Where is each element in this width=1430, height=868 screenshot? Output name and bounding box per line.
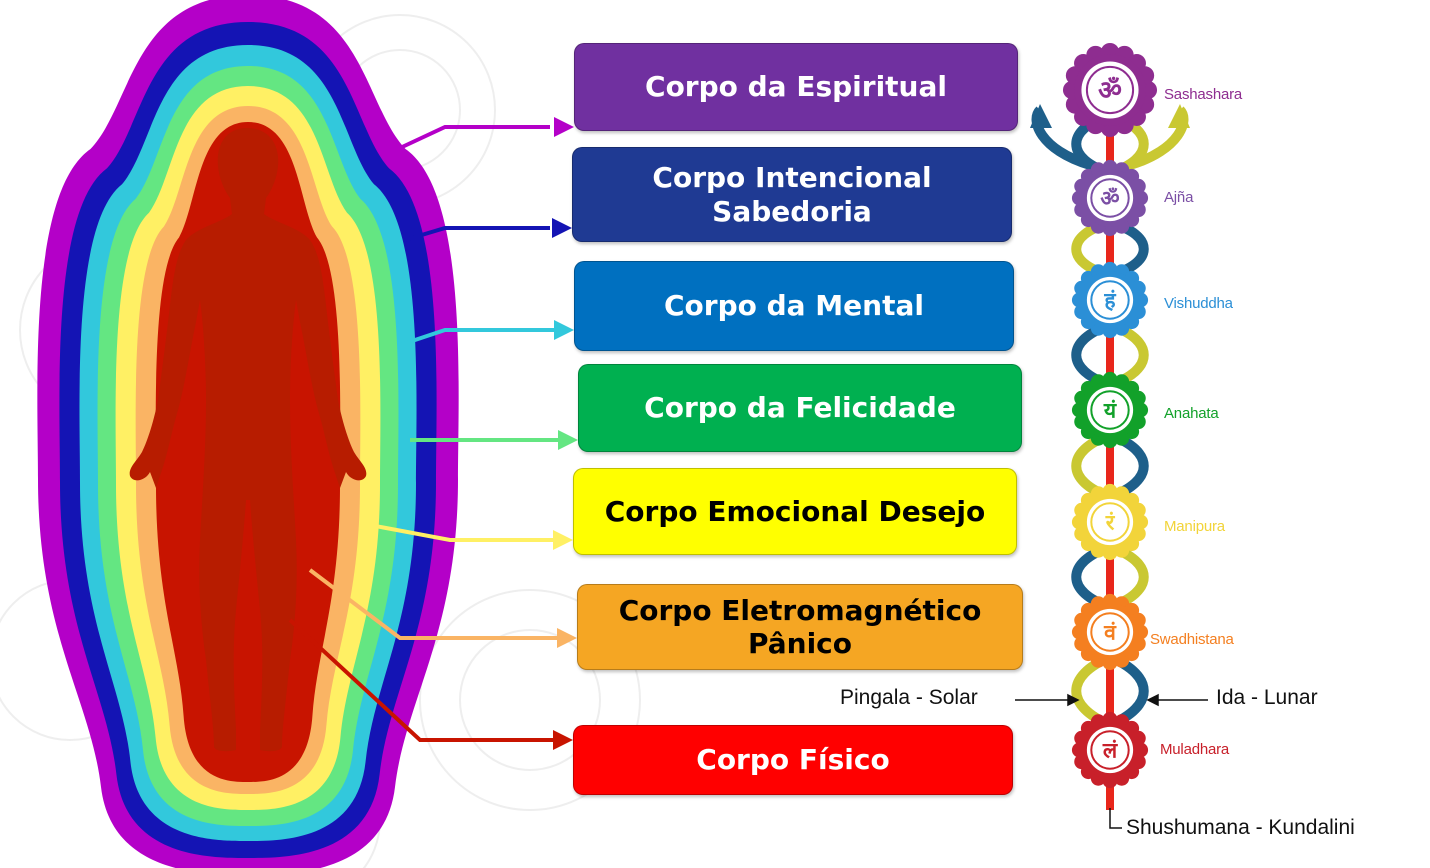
body-box-mental: Corpo da Mental <box>574 261 1014 351</box>
channel-label-pingala: Pingala - Solar <box>840 686 978 709</box>
chakra-manipura-icon: रं <box>1071 483 1149 561</box>
chakra-muladhara-icon: लं <box>1071 711 1149 789</box>
chakra-label-swadhistana: Swadhistana <box>1150 631 1234 648</box>
body-box-fisico: Corpo Físico <box>573 725 1013 795</box>
chakra-column: ॐ ॐ हं यं रं वं लं <box>1030 42 1190 810</box>
body-label: Corpo Físico <box>696 743 890 777</box>
body-label: Corpo Eletromagnético <box>618 593 982 627</box>
chakra-vishuddha-icon: हं <box>1071 261 1149 339</box>
chakra-label-manipura: Manipura <box>1164 518 1225 535</box>
connector-arrowhead <box>553 730 573 750</box>
chakra-label-ajna: Ajña <box>1164 189 1194 206</box>
body-label: Corpo da Mental <box>664 289 924 323</box>
nadi-pingala-tip <box>1168 104 1190 128</box>
chakra-symbol: ॐ <box>1100 185 1119 210</box>
connector-arrowhead <box>558 430 578 450</box>
body-label-line2: Sabedoria <box>712 194 872 228</box>
nadi-ida-tip <box>1030 104 1052 128</box>
chakra-symbol: यं <box>1103 397 1117 422</box>
chakra-sashashara-icon: ॐ <box>1062 42 1158 138</box>
body-box-emocional: Corpo Emocional Desejo <box>573 468 1017 555</box>
chakra-ajna-icon: ॐ <box>1071 159 1149 237</box>
channel-label-shushumana: Shushumana - Kundalini <box>1126 816 1355 839</box>
body-label: Corpo Emocional Desejo <box>604 494 986 528</box>
connector-espiritual <box>384 125 550 157</box>
body-label: Corpo Intencional <box>652 161 932 195</box>
chakra-label-muladhara: Muladhara <box>1160 741 1230 758</box>
body-label-line2: Pânico <box>747 627 853 660</box>
connector-mental <box>399 328 555 347</box>
connector-arrowhead <box>553 530 573 550</box>
connector-arrowhead <box>552 218 572 238</box>
connector-eletromagnetico <box>308 568 558 640</box>
chakra-label-vishuddha: Vishuddha <box>1164 295 1233 312</box>
chakra-label-anahata: Anahata <box>1164 405 1219 422</box>
chakra-symbol: रं <box>1105 509 1116 534</box>
body-box-eletromagnetico: Corpo Eletromagnético Pânico <box>577 584 1023 670</box>
body-label: Corpo da Felicidade <box>644 391 956 425</box>
body-box-intencional: Corpo Intencional Sabedoria <box>572 147 1012 242</box>
chakra-symbol: लं <box>1102 737 1118 762</box>
chakra-symbol: ॐ <box>1098 76 1122 106</box>
aura-connector-arrows <box>288 117 578 750</box>
channel-pointers <box>1015 693 1208 829</box>
chakra-swadhistana-icon: वं <box>1071 593 1149 671</box>
connector-intencional <box>404 226 550 242</box>
connector-fisico <box>288 618 555 742</box>
chakra-symbol: वं <box>1103 619 1117 644</box>
body-label: Corpo da Espiritual <box>645 70 947 104</box>
nadi-pingala <box>1071 110 1149 730</box>
chakra-label-sashashara: Sashashara <box>1164 86 1243 103</box>
nadi-ida <box>1071 110 1149 730</box>
connector-arrowhead <box>554 320 574 340</box>
connector-emocional <box>369 523 555 542</box>
connector-arrowhead <box>557 628 577 648</box>
connector-arrowhead <box>554 117 574 137</box>
channel-label-ida: Ida - Lunar <box>1216 686 1318 709</box>
human-silhouette <box>129 128 367 752</box>
body-box-espiritual: Corpo da Espiritual <box>574 43 1018 131</box>
chakra-symbol: हं <box>1103 287 1116 312</box>
body-box-felicidade: Corpo da Felicidade <box>578 364 1022 452</box>
chakra-anahata-icon: यं <box>1071 371 1149 449</box>
